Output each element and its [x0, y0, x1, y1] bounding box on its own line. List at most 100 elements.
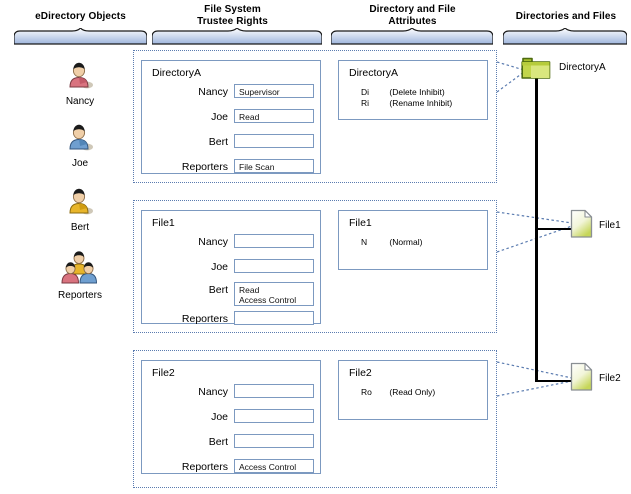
- trustee-panel-title: DirectoryA: [152, 67, 202, 79]
- trustee-name: Bert: [208, 436, 228, 448]
- trustee-panel-title: File1: [152, 217, 175, 229]
- attribute-description: (Rename Inhibit): [389, 98, 453, 108]
- trustee-name: Joe: [211, 111, 228, 123]
- object-bert[interactable]: Bert: [35, 186, 125, 233]
- tree-node-directorya[interactable]: DirectoryA: [521, 55, 606, 86]
- trustee-name: Reporters: [181, 461, 228, 473]
- attribute-code: Ri: [361, 98, 370, 108]
- object-nancy[interactable]: Nancy: [35, 60, 125, 107]
- attribute-panel-title: DirectoryA: [349, 67, 399, 79]
- trustee-panel-title: File2: [152, 367, 175, 379]
- column-header-edirectory-label: eDirectory Objects: [35, 11, 126, 22]
- user-icon: [35, 186, 125, 221]
- trustee-row: Nancy: [142, 234, 320, 250]
- attribute-item: N (Normal): [361, 237, 422, 247]
- attribute-code: Ro: [361, 387, 372, 397]
- attribute-panel-title: File1: [349, 217, 372, 229]
- tree-node-file1[interactable]: File1: [570, 209, 621, 244]
- tree-label-file2: File2: [599, 373, 621, 384]
- attribute-panel-title: File2: [349, 367, 372, 379]
- brace-edirectory: [14, 28, 147, 45]
- file-icon: [570, 362, 594, 396]
- column-header-files: Directories and Files: [502, 11, 630, 23]
- rights-field[interactable]: [234, 409, 314, 423]
- tree-branch-file1: [535, 228, 571, 230]
- attribute-description: (Read Only): [389, 387, 436, 397]
- object-label-joe: Joe: [71, 158, 89, 169]
- trustee-row: Bert: [142, 134, 320, 150]
- object-joe[interactable]: Joe: [35, 122, 125, 169]
- attribute-item: Ri (Rename Inhibit): [361, 98, 452, 108]
- trustee-name: Joe: [211, 261, 228, 273]
- trustee-name: Bert: [208, 136, 228, 148]
- rights-field[interactable]: Read: [234, 109, 314, 123]
- attribute-panel-directorya: DirectoryA Di (Delete Inhibit) Ri (Renam…: [338, 60, 488, 120]
- rights-field[interactable]: [234, 259, 314, 273]
- column-header-edirectory: eDirectory Objects: [8, 11, 153, 23]
- brace-attributes: [331, 28, 493, 45]
- rights-field[interactable]: Read Access Control: [234, 282, 314, 306]
- rights-field[interactable]: [234, 434, 314, 448]
- group-region-file2: [133, 350, 497, 488]
- column-header-attributes: Directory and File Attributes: [330, 4, 495, 28]
- trustee-name: Reporters: [181, 313, 228, 325]
- brace-trustee: [152, 28, 322, 45]
- column-header-trustee: File System Trustee Rights: [150, 4, 315, 28]
- rights-field[interactable]: [234, 234, 314, 248]
- attribute-code: Di: [361, 87, 370, 97]
- rights-field[interactable]: Access Control: [234, 459, 314, 473]
- attribute-description: (Delete Inhibit): [389, 87, 445, 97]
- column-header-trustee-line1: File System: [204, 4, 261, 15]
- tree-label-file1: File1: [599, 220, 621, 231]
- trustee-name: Nancy: [198, 86, 228, 98]
- trustee-panel-file1: File1 Nancy Joe Bert Read Access Control…: [141, 210, 321, 327]
- trustee-row: Joe: [142, 409, 320, 425]
- attribute-code: N: [361, 237, 368, 247]
- tree-branch-file2: [535, 380, 571, 382]
- rights-field[interactable]: [234, 384, 314, 398]
- rights-field[interactable]: File Scan: [234, 159, 314, 173]
- attribute-description: (Normal): [389, 237, 423, 247]
- trustee-panel-directorya: DirectoryA Nancy Supervisor Joe Read Ber…: [141, 60, 321, 174]
- trustee-row: Joe Read: [142, 109, 320, 125]
- attribute-item: Di (Delete Inhibit): [361, 87, 445, 97]
- trustee-panel-file2: File2 Nancy Joe Bert Reporters Access Co…: [141, 360, 321, 474]
- trustee-name: Bert: [208, 284, 228, 296]
- user-icon: [35, 60, 125, 95]
- rights-field[interactable]: [234, 134, 314, 148]
- trustee-row: Bert Read Access Control: [142, 282, 320, 306]
- tree-label-directorya: DirectoryA: [559, 62, 606, 73]
- object-reporters[interactable]: Reporters: [35, 250, 125, 301]
- trustee-row: Bert: [142, 434, 320, 450]
- trustee-row: Joe: [142, 259, 320, 275]
- trustee-row: Reporters File Scan: [142, 159, 320, 175]
- trustee-name: Nancy: [198, 236, 228, 248]
- group-icon: [35, 250, 125, 289]
- attribute-panel-file2: File2 Ro (Read Only): [338, 360, 488, 420]
- folder-icon: [521, 57, 551, 85]
- trustee-name: Nancy: [198, 386, 228, 398]
- group-region-file1: [133, 200, 497, 333]
- attribute-panel-file1: File1 N (Normal): [338, 210, 488, 270]
- column-header-attributes-line2: Attributes: [388, 16, 437, 27]
- rights-field[interactable]: Supervisor: [234, 84, 314, 98]
- user-icon: [35, 122, 125, 157]
- attribute-item: Ro (Read Only): [361, 387, 435, 397]
- object-label-nancy: Nancy: [65, 96, 95, 107]
- trustee-name: Joe: [211, 411, 228, 423]
- object-label-reporters: Reporters: [58, 290, 102, 301]
- object-label-bert: Bert: [70, 222, 90, 233]
- column-header-files-label: Directories and Files: [515, 11, 617, 22]
- file-icon: [570, 209, 594, 243]
- trustee-name: Reporters: [181, 161, 228, 173]
- trustee-row: Nancy: [142, 384, 320, 400]
- trustee-row: Reporters Access Control: [142, 459, 320, 475]
- trustee-row: Nancy Supervisor: [142, 84, 320, 100]
- trustee-row: Reporters: [142, 311, 320, 327]
- rights-field[interactable]: [234, 311, 314, 325]
- group-region-directorya: [133, 50, 497, 183]
- tree-node-file2[interactable]: File2: [570, 362, 621, 397]
- brace-files: [503, 28, 627, 45]
- column-header-attributes-line1: Directory and File: [369, 4, 456, 15]
